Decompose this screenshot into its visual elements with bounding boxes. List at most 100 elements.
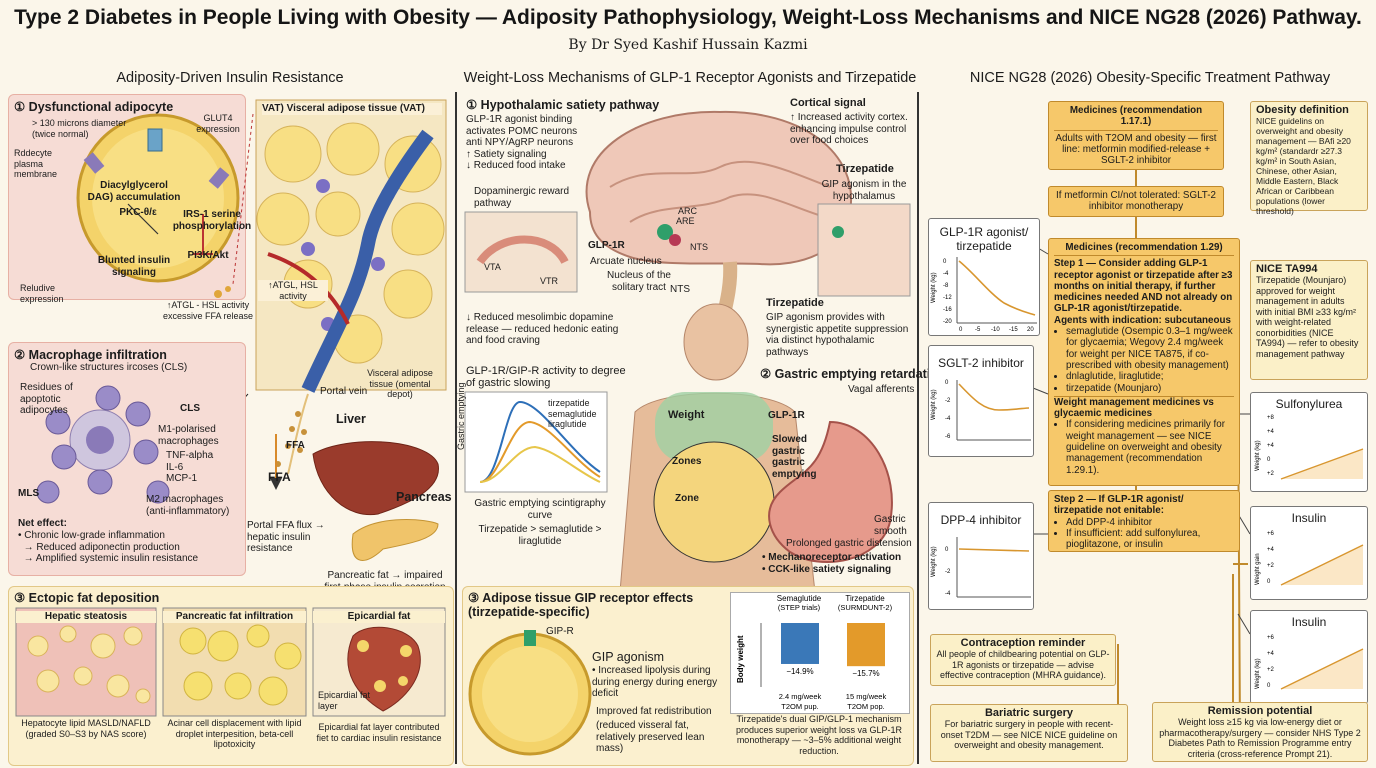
body-zone-label: Zone — [675, 493, 699, 504]
bar-category-sublabel: (STEP trials) — [778, 603, 821, 612]
svg-text:-2: -2 — [945, 569, 951, 575]
liver-label: Liver — [336, 412, 366, 426]
svg-text:-4: -4 — [945, 416, 951, 422]
medicines-117-box: Medicines (recommendation 1.17.1) Adults… — [1048, 101, 1224, 171]
vat-atgl-label: ↑ATGL, HSL activity — [258, 280, 328, 301]
obesity-definition-box: Obesity definition NICE guidelins on ove… — [1250, 101, 1368, 216]
svg-text:+6: +6 — [1267, 635, 1275, 641]
mini-chart-sglt2-svg: Weight (kg) 0 -2 -4 -6 — [931, 380, 1031, 441]
nts-label: NTS — [670, 284, 690, 295]
bar-dose-label: 2.4 mg/week — [779, 692, 822, 701]
svg-text:-8: -8 — [943, 283, 949, 289]
irs1-label: IRS-1 serine phosphorylation — [172, 209, 252, 232]
mini-chart-glp1-svg: Weight (kg) 0 -4 -8 -12 -16 -20 0 -5 -10… — [931, 257, 1037, 333]
macrophage-title: ② Macrophage infiltration — [14, 348, 167, 362]
left-illustrations — [76, 99, 447, 561]
reduced-dopamine-text: ↓ Reduced mesolimbic dopamine release — … — [466, 312, 619, 346]
adipocyte-diameter: > 130 microns diameter (twice normal) — [32, 118, 127, 139]
legend-item-semaglutide: semaglutide — [548, 408, 597, 419]
hepatic-steatosis-title: Hepatic steatosis — [16, 611, 156, 623]
atgl-ffa-label: ↑ATGL - HSL activity excessive FFA relea… — [162, 300, 254, 321]
author-line: By Dr Syed Kashif Hussain Kazmi — [568, 37, 808, 53]
gastric-smooth-label: Gastric smooth — [874, 514, 907, 537]
gastric-bullets: • Mechanoreceptor activation • CCK-like … — [762, 552, 902, 575]
svg-text:-15: -15 — [1009, 327, 1018, 333]
svg-text:+4: +4 — [1267, 651, 1275, 657]
gain-chart-insulin-1-svg: Weight gain +6 +4 +2 0 — [1255, 531, 1364, 586]
glut4-label: GLUT4 expression — [196, 113, 240, 134]
svg-text:-10: -10 — [991, 327, 1000, 333]
satiety-title: ① Hypothalamic satiety pathway — [466, 98, 660, 112]
cortical-text: ↑ Increased activity cortex. enhancing i… — [790, 112, 908, 146]
bar-category-label: Tirzepatide — [845, 594, 885, 603]
solitary-tract-label: Nucleus of the solitary tract — [607, 270, 671, 293]
blunted-signal-label: Blunted insulin signaling — [97, 255, 171, 278]
svg-text:-5: -5 — [975, 327, 981, 333]
net-effect-item: → Reduced adiponectin production — [23, 541, 180, 553]
portal-flux-label: Portal FFA flux → hepatic insulin resist… — [247, 520, 325, 554]
contraception-box: Contraception reminder All people of chi… — [930, 634, 1116, 686]
tirzepatide-title-1: Tirzepatide — [836, 163, 894, 175]
middle-column-heading: Weight-Loss Mechanisms of GLP-1 Receptor… — [463, 70, 917, 86]
net-effect-list: • Chronic low-grade inflammation → Reduc… — [18, 530, 242, 565]
gain-chart-insulin-2: Insulin Weight (kg) +6 +4 +2 0 — [1250, 610, 1368, 704]
svg-text:+2: +2 — [1267, 667, 1275, 673]
bar-dose-sublabel: T2OM pop. — [847, 702, 885, 711]
gain-chart-sulfonylurea: Sulfonylurea Weight (kg) +8 +4 +4 0 +2 — [1250, 392, 1368, 492]
visceral-label: Visceral adipose tissue (omental depot) — [367, 368, 433, 399]
net-effect-item: • Chronic low-grade inflammation — [18, 530, 165, 541]
svg-text:+4: +4 — [1267, 547, 1275, 553]
svg-text:-6: -6 — [945, 434, 951, 440]
epicardial-fat-title: Epicardial fat — [313, 611, 445, 623]
cytokine-list: TNF-alpha IL-6 MCP-1 — [166, 450, 213, 485]
column-divider-2 — [917, 92, 919, 764]
legend-item-liraglutide: liraglutide — [548, 419, 587, 429]
pi3k-label: PI3K/Akt — [187, 250, 229, 261]
ta994-box: NICE TA994 Tirzepatide (Mounjaro) approv… — [1250, 260, 1368, 380]
tirzepatide-text-2: GIP agonism provides with synergistic ap… — [766, 312, 909, 358]
gastric-slowing-title: GLP-1R/GIP-R activity to degree of gastr… — [466, 365, 626, 389]
ectopic-title: ③ Ectopic fat deposition — [14, 591, 160, 605]
gastric-title: ② Gastric emptying retardation — [760, 367, 946, 381]
bar-category-sublabel: (SURMDUNT-2) — [838, 603, 893, 612]
bar-mark — [781, 623, 819, 664]
ectopic-illustrations — [15, 607, 446, 717]
gipr-label: GIP-R — [546, 626, 574, 637]
vat-title: VAT) Visceral adipose tissue (VAT) — [262, 103, 442, 115]
svg-text:+4: +4 — [1267, 443, 1275, 449]
svg-text:0: 0 — [1267, 579, 1271, 585]
glp1r-stomach-label: GLP-1R — [768, 410, 805, 421]
gip-agonism-text: • Increased lipolysis during during ener… — [592, 665, 718, 699]
svg-text:Weight (kg): Weight (kg) — [1255, 440, 1261, 471]
slowed-emptying-label: Slowed gastric gastric emptying — [772, 434, 817, 480]
bar-value-label: −15.7% — [852, 669, 879, 678]
ffa-label-1: FFA — [286, 440, 305, 451]
right-column-heading: NICE NG28 (2026) Obesity-Specific Treatm… — [969, 70, 1331, 86]
macrophage-panel — [8, 342, 246, 576]
net-effect-title: Net effect: — [18, 518, 67, 529]
svg-text:-16: -16 — [943, 307, 952, 313]
svg-text:+2: +2 — [1267, 471, 1275, 477]
cortical-title: Cortical signal — [790, 97, 866, 109]
m2-macrophage-label: M2 macrophages (anti-inflammatory) — [146, 494, 230, 517]
vagal-label: Vagal afferents — [848, 384, 915, 395]
bar-dose-label: 15 mg/week — [846, 692, 887, 701]
epicardial-layer-label: Epicardial fat layer — [318, 690, 371, 711]
arcuate-label: Arcuate nucleus — [590, 256, 662, 267]
svg-text:20: 20 — [1027, 327, 1034, 333]
vta-label: VTA — [484, 262, 501, 272]
cls-label: CLS — [180, 403, 200, 414]
rbc-membrane-label: Rddecyte plasma membrane — [14, 148, 58, 179]
dag-label: Diacylglycerol DAG) accumulation — [87, 180, 181, 203]
portal-vein-label: Portal vein — [320, 386, 368, 397]
tirzepatide-text-1: GIP agonism in the hypothalamus — [821, 179, 907, 202]
bar-category-label: Semaglutide — [777, 594, 822, 603]
net-effect-item: → Amplified systemic insulin resistance — [23, 553, 199, 564]
pancreatic-fat-title: Pancreatic fat infiltration — [163, 611, 306, 623]
step2-box: Step 2 — If GLP-1R agonist/ tirzepatide … — [1048, 490, 1240, 552]
vtr-label: VTR — [540, 276, 558, 286]
svg-text:+6: +6 — [1267, 531, 1275, 537]
